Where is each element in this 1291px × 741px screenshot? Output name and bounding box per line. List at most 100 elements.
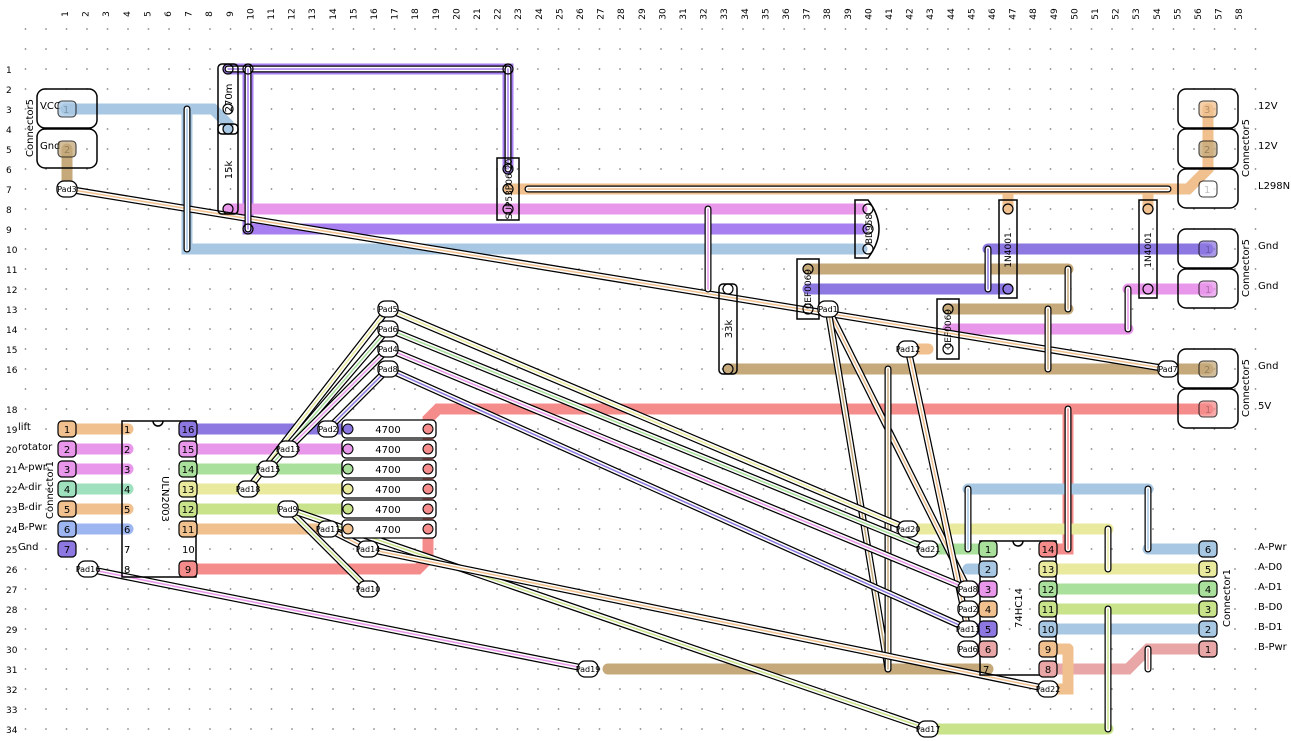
pin-number: 12 bbox=[182, 505, 195, 516]
column-label: 8 bbox=[205, 11, 215, 17]
resistor-body bbox=[341, 419, 437, 439]
column-label: 54 bbox=[1153, 8, 1163, 20]
pin-number: 3 bbox=[64, 465, 70, 476]
jumper-wire bbox=[387, 348, 969, 590]
pin-label: Gnd bbox=[1258, 241, 1278, 252]
pin-number: 5 bbox=[985, 625, 991, 636]
hole bbox=[862, 203, 874, 215]
column-label: 53 bbox=[1132, 8, 1142, 19]
jumper-wire bbox=[827, 308, 969, 590]
row-label: 27 bbox=[6, 586, 17, 596]
column-label: 51 bbox=[1091, 8, 1101, 19]
row-label: 5 bbox=[6, 146, 12, 156]
row-label: 22 bbox=[6, 486, 17, 496]
pad-label: Pad19 bbox=[576, 665, 601, 674]
pin-number: 15 bbox=[182, 445, 195, 456]
pin bbox=[1038, 560, 1058, 578]
jumper-wire bbox=[367, 548, 1049, 690]
pin bbox=[178, 420, 198, 438]
hole bbox=[502, 63, 514, 75]
pin-tab bbox=[1198, 400, 1218, 418]
pad-label: Pad6 bbox=[958, 645, 978, 654]
pin bbox=[178, 460, 198, 478]
column-label: 34 bbox=[741, 8, 751, 20]
pin-number: 14 bbox=[182, 465, 195, 476]
column-label: 28 bbox=[617, 8, 627, 20]
pin bbox=[978, 560, 998, 578]
resistor-label: 33k bbox=[724, 320, 735, 339]
pad bbox=[577, 660, 599, 678]
pad-label: Pad11 bbox=[316, 525, 341, 534]
chip-pin-number: 4 bbox=[124, 485, 130, 496]
pad bbox=[1157, 360, 1179, 378]
hole bbox=[222, 123, 234, 135]
column-label: 56 bbox=[1194, 8, 1204, 20]
pad-label: Pad9 bbox=[278, 505, 298, 514]
io-label: rotator bbox=[18, 442, 53, 453]
column-label: 31 bbox=[679, 8, 689, 19]
jumper-wire bbox=[87, 568, 589, 670]
column-label: 38 bbox=[823, 8, 833, 20]
column-label: 30 bbox=[658, 8, 668, 20]
connector-label: Connector5 bbox=[25, 99, 36, 157]
resistor-label: 4700 bbox=[375, 525, 400, 536]
pin bbox=[1038, 580, 1058, 598]
pin-number: 4 bbox=[64, 485, 70, 496]
mosfet-sup53p06: SUP53P06-20 bbox=[496, 157, 520, 221]
chip-pin-number: 10 bbox=[182, 545, 195, 556]
pin bbox=[1198, 600, 1218, 618]
pad-label: Pad8 bbox=[378, 365, 398, 374]
pad-label: Pad10 bbox=[356, 585, 381, 594]
pin-number: 11 bbox=[182, 525, 195, 536]
hole bbox=[802, 263, 814, 275]
pad bbox=[917, 720, 939, 738]
column-label: 23 bbox=[514, 8, 524, 19]
column-label: 22 bbox=[494, 8, 504, 19]
row-label: 13 bbox=[6, 306, 17, 316]
pad-label: Pad15 bbox=[256, 465, 281, 474]
row-label: 28 bbox=[6, 606, 18, 616]
pin bbox=[1038, 540, 1058, 558]
pad-label: Pad16 bbox=[76, 565, 101, 574]
io-label: A-dir bbox=[18, 482, 42, 493]
pin bbox=[178, 480, 198, 498]
pin-number: 4 bbox=[1205, 585, 1211, 596]
pin bbox=[178, 520, 198, 538]
pin bbox=[1038, 660, 1058, 678]
pin-label: B-Pwr bbox=[1258, 642, 1288, 653]
hole bbox=[802, 303, 814, 315]
column-label: 14 bbox=[329, 8, 339, 20]
pin-number: 11 bbox=[1042, 605, 1055, 616]
pin-tab bbox=[1198, 280, 1218, 298]
pin-number: 9 bbox=[1045, 645, 1051, 656]
pin-label: 5V bbox=[1258, 401, 1271, 412]
column-label: 11 bbox=[267, 8, 277, 19]
column-label: 19 bbox=[432, 8, 442, 20]
pin-label: A-D1 bbox=[1258, 582, 1282, 593]
cap-label: CEF0069 bbox=[804, 269, 814, 309]
row-label: 32 bbox=[6, 686, 17, 696]
column-label: 20 bbox=[452, 8, 462, 20]
column-label: 9 bbox=[226, 11, 236, 17]
pin-number: 6 bbox=[1205, 545, 1211, 556]
column-label: 55 bbox=[1173, 8, 1183, 19]
pin-tab bbox=[1198, 140, 1218, 158]
row-label: 26 bbox=[6, 566, 18, 576]
row-label: 10 bbox=[6, 246, 18, 256]
resistor-label: 4700 bbox=[375, 485, 400, 496]
hole bbox=[222, 63, 234, 75]
io-label: B-dir bbox=[18, 502, 43, 513]
hole bbox=[342, 503, 354, 515]
column-label: 58 bbox=[1235, 8, 1245, 20]
column-label: 10 bbox=[246, 8, 256, 20]
jumper-wire bbox=[387, 308, 909, 530]
pin-number: 5 bbox=[1205, 565, 1211, 576]
transistor-bd958: BD958 bbox=[854, 199, 880, 259]
column-label: 2 bbox=[82, 11, 92, 17]
column-label: 6 bbox=[164, 11, 174, 17]
column-label: 25 bbox=[555, 8, 565, 19]
column-label: 35 bbox=[761, 8, 771, 19]
hole bbox=[1142, 283, 1154, 295]
